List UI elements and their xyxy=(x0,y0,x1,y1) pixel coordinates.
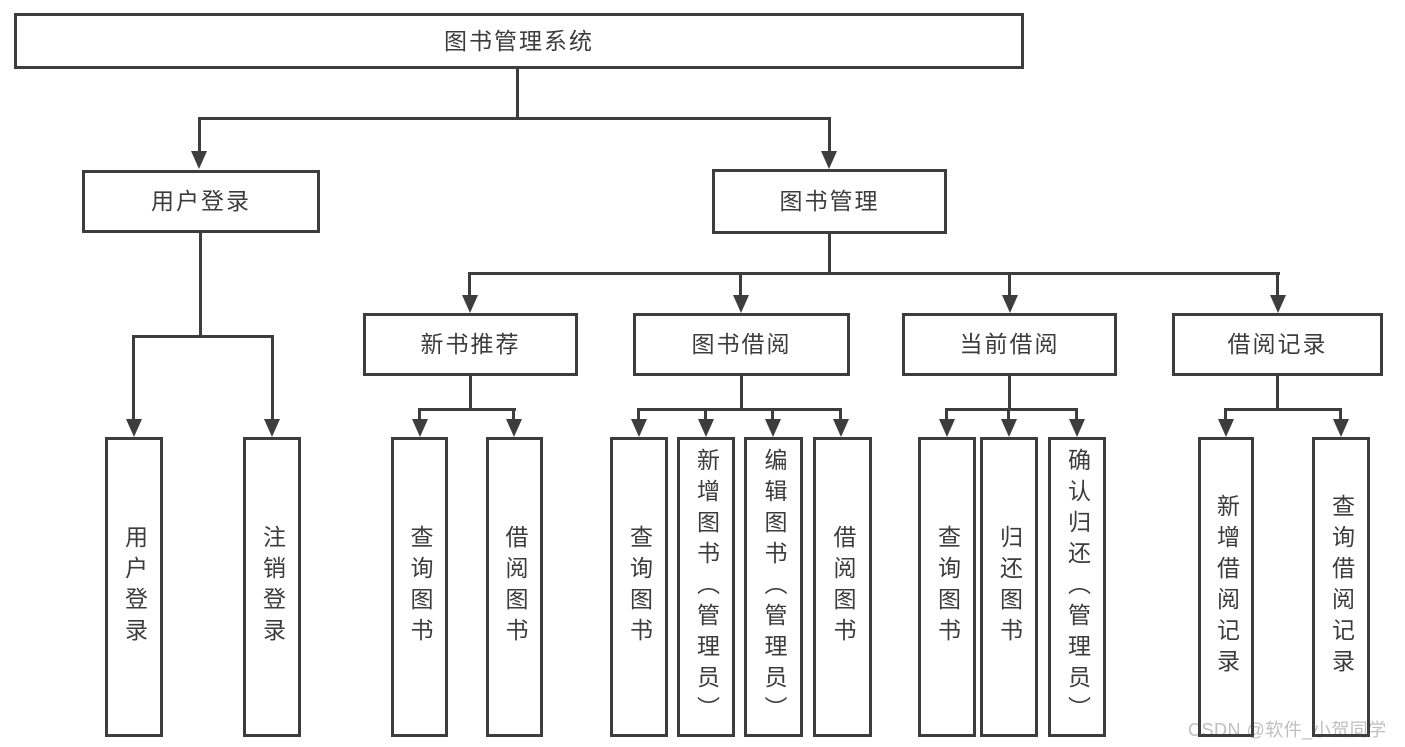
connector-line xyxy=(1276,376,1279,408)
leaf-label: 查询图书 xyxy=(934,525,961,649)
node-user-login: 用户登录 xyxy=(82,170,320,233)
leaf-confirm-return-admin: 确认归还（管理员） xyxy=(1048,437,1106,737)
leaf-label: 注销登录 xyxy=(259,525,286,649)
connector-line xyxy=(271,335,274,420)
connector-line xyxy=(637,408,640,421)
connector-line xyxy=(839,408,842,421)
arrow-down-icon xyxy=(126,419,142,437)
arrow-down-icon xyxy=(1001,419,1017,437)
leaf-query-borrow-record: 查询借阅记录 xyxy=(1312,437,1370,737)
leaf-label: 借阅图书 xyxy=(830,525,856,649)
arrow-down-icon xyxy=(1069,419,1085,437)
leaf-edit-books-admin: 编辑图书（管理员） xyxy=(744,437,803,737)
connector-line xyxy=(1075,408,1078,421)
leaf-add-books-admin: 新增图书（管理员） xyxy=(677,437,735,737)
leaf-label: 用户登录 xyxy=(121,525,148,649)
leaf-query-books-borrowing: 查询图书 xyxy=(610,437,668,737)
arrow-down-icon xyxy=(1218,419,1234,437)
node-label: 用户登录 xyxy=(151,188,251,214)
connector-line xyxy=(469,376,472,408)
connector-line xyxy=(418,408,516,411)
arrow-down-icon xyxy=(191,151,207,169)
arrow-down-icon xyxy=(264,419,280,437)
arrow-down-icon xyxy=(412,419,428,437)
connector-line xyxy=(198,117,201,155)
connector-line xyxy=(418,408,421,421)
connector-line xyxy=(1008,376,1011,408)
connector-line xyxy=(1276,272,1279,298)
leaf-query-books-recommend: 查询图书 xyxy=(391,437,448,737)
arrow-down-icon xyxy=(631,419,647,437)
leaf-label: 新增借阅记录 xyxy=(1213,494,1240,680)
leaf-return-books: 归还图书 xyxy=(980,437,1038,737)
node-current-borrowing: 当前借阅 xyxy=(902,313,1117,376)
connector-line xyxy=(132,335,135,420)
connector-line xyxy=(512,408,515,421)
node-label: 图书管理系统 xyxy=(444,27,594,54)
arrow-down-icon xyxy=(1002,295,1018,313)
node-new-book-recommendation: 新书推荐 xyxy=(363,313,578,376)
connector-line xyxy=(739,272,742,298)
arrow-down-icon xyxy=(939,419,955,437)
connector-line xyxy=(704,408,707,421)
leaf-label: 查询图书 xyxy=(626,525,653,649)
node-borrowing-records: 借阅记录 xyxy=(1172,313,1383,376)
connector-line xyxy=(1007,408,1010,421)
node-book-management: 图书管理 xyxy=(712,169,947,234)
leaf-add-borrow-record: 新增借阅记录 xyxy=(1198,437,1254,737)
leaf-label: 编辑图书（管理员） xyxy=(761,447,787,727)
connector-line xyxy=(945,408,948,421)
leaf-user-login: 用户登录 xyxy=(105,437,163,737)
connector-line xyxy=(199,233,202,335)
connector-line xyxy=(516,69,519,118)
arrow-down-icon xyxy=(462,295,478,313)
node-label: 图书管理 xyxy=(779,188,880,214)
leaf-query-books-current: 查询图书 xyxy=(918,437,976,737)
connector-line xyxy=(828,234,831,272)
connector-line xyxy=(199,117,831,120)
arrow-down-icon xyxy=(833,419,849,437)
connector-line xyxy=(1008,272,1011,298)
connector-line xyxy=(945,408,1078,411)
connector-line xyxy=(771,408,774,421)
connector-line xyxy=(1224,408,1342,411)
node-library-management-system: 图书管理系统 xyxy=(14,13,1024,69)
leaf-label: 查询图书 xyxy=(407,525,433,649)
arrow-down-icon xyxy=(733,295,749,313)
arrow-down-icon xyxy=(1333,419,1349,437)
node-label: 借阅记录 xyxy=(1227,331,1328,357)
node-label: 图书借阅 xyxy=(691,331,792,357)
leaf-borrow-books-recommend: 借阅图书 xyxy=(486,437,543,737)
connector-line xyxy=(469,272,1280,275)
leaf-label: 新增图书（管理员） xyxy=(693,447,720,727)
leaf-borrow-books: 借阅图书 xyxy=(813,437,872,737)
connector-line xyxy=(828,117,831,155)
connector-line xyxy=(740,376,743,408)
node-label: 当前借阅 xyxy=(959,331,1060,357)
leaf-label: 借阅图书 xyxy=(502,525,528,649)
leaf-label: 归还图书 xyxy=(996,525,1023,649)
connector-line xyxy=(133,335,274,338)
leaf-label: 查询借阅记录 xyxy=(1328,494,1355,680)
arrow-down-icon xyxy=(1270,295,1286,313)
arrow-down-icon xyxy=(765,419,781,437)
arrow-down-icon xyxy=(506,419,522,437)
leaf-logout-login: 注销登录 xyxy=(243,437,301,737)
connector-line xyxy=(468,272,471,298)
arrow-down-icon xyxy=(698,419,714,437)
connector-line xyxy=(1224,408,1227,421)
leaf-label: 确认归还（管理员） xyxy=(1064,447,1091,727)
connector-line xyxy=(637,408,842,411)
connector-line xyxy=(1339,408,1342,421)
node-label: 新书推荐 xyxy=(420,331,521,357)
arrow-down-icon xyxy=(821,151,837,169)
node-book-borrowing: 图书借阅 xyxy=(633,313,850,376)
